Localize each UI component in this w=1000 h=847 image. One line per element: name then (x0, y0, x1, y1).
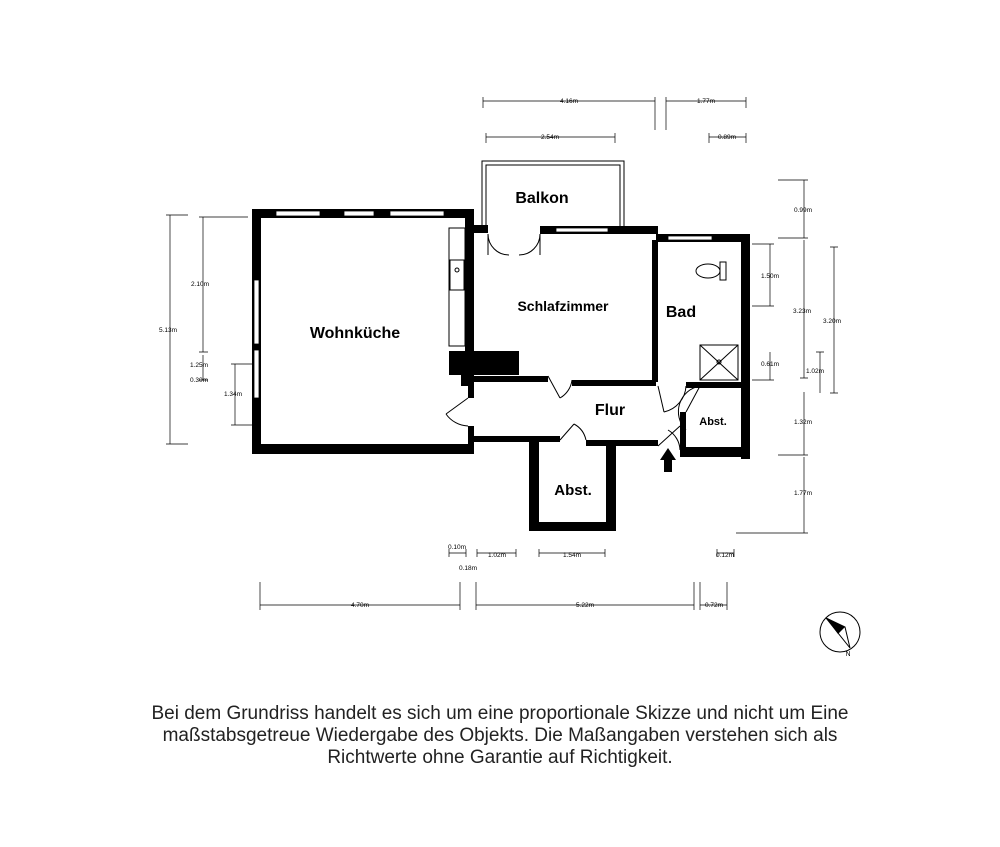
wall-closet-right-bottom (680, 447, 750, 457)
wall-closet-bottom-left (529, 442, 539, 531)
room-label-schlafzimmer: Schlafzimmer (517, 298, 609, 314)
room-label-abst-small: Abst. (699, 416, 727, 428)
dim-left-5-13: 5.13m (159, 327, 177, 334)
shower-icon (699, 344, 739, 381)
dim-bottom-0-72: 0.72m (705, 602, 723, 609)
dim-top-2-54: 2.54m (541, 134, 559, 141)
dim-left-1-25: 1.25m (190, 362, 208, 369)
dim-right-1-32: 1.32m (794, 419, 812, 426)
disclaimer-line-3: Richtwerte ohne Garantie auf Richtigkeit… (327, 747, 673, 768)
door-balcony-left (487, 233, 510, 256)
window-bedroom-top (555, 227, 609, 233)
fixtures (448, 227, 739, 381)
wall-closet-bottom-bottom (529, 522, 616, 531)
dim-bottom-1-54: 1.54m (563, 552, 581, 559)
dimension-labels: 4.16m 1.77m 2.54m 0.89m 5.13m 2.10m 1.25… (159, 98, 841, 609)
sink-drain-icon (454, 267, 460, 273)
dim-left-0-30: 0.30m (190, 377, 208, 384)
doors (445, 233, 701, 451)
dim-bottom-0-18: 0.18m (459, 565, 477, 572)
dim-right-1-77: 1.77m (794, 490, 812, 497)
wall-bedroom-top-left (465, 225, 488, 233)
door-living (445, 397, 469, 427)
dim-right-0-99: 0.99m (794, 207, 812, 214)
door-closet-right (677, 385, 701, 431)
door-closet-bottom (559, 423, 587, 441)
wall-chimney (449, 351, 519, 375)
dim-top-4-16: 4.16m (560, 98, 578, 105)
wall-corridor-bottom-1 (468, 436, 560, 442)
wall-closet-right-left (680, 412, 686, 457)
door-entrance (657, 425, 681, 451)
dim-top-0-89: 0.89m (718, 134, 736, 141)
window-bath-top (667, 235, 713, 241)
dim-right-1-02: 1.02m (806, 368, 824, 375)
disclaimer-text: Bei dem Grundriss handelt es sich um ein… (60, 703, 940, 769)
room-label-wohnkueche: Wohnküche (310, 325, 400, 342)
dim-right-3-20: 3.20m (823, 318, 841, 325)
dim-left-1-34: 1.34m (224, 391, 242, 398)
sink-icon (449, 259, 465, 291)
room-label-balkon: Balkon (515, 190, 568, 207)
kitchen-counter (448, 227, 466, 347)
room-label-bad: Bad (666, 304, 696, 321)
window-living-top-1 (275, 210, 321, 217)
window-living-left-2 (253, 349, 260, 399)
dim-right-0-61: 0.61m (761, 361, 779, 368)
room-label-abst-large: Abst. (554, 482, 592, 499)
disclaimer-line-2: maßstabsgetreue Wiedergabe des Objekts. … (162, 725, 838, 746)
balcony (481, 160, 625, 230)
dim-left-2-10: 2.10m (191, 281, 209, 288)
door-balcony-right (518, 233, 541, 256)
dim-bottom-1-02: 1.02m (488, 552, 506, 559)
wall-right (741, 234, 750, 459)
dim-bottom-4-70: 4.70m (351, 602, 369, 609)
wall-closet-bottom-right (606, 444, 616, 531)
toilet-icon (695, 261, 727, 281)
wall-corridor-top-2 (572, 380, 656, 386)
window-living-left-1 (253, 279, 260, 345)
wall-bath-partition (652, 240, 658, 382)
compass-north-label: N (845, 651, 850, 658)
dim-bottom-0-10: 0.10m (448, 544, 466, 551)
dim-top-1-77: 1.77m (697, 98, 715, 105)
window-living-top-3 (389, 210, 445, 217)
wall-corridor-bottom-2 (586, 440, 658, 446)
wall-corridor-left-upper (468, 378, 474, 398)
compass-icon: N (819, 611, 861, 658)
dim-bottom-5-22: 5.22m (576, 602, 594, 609)
wall-corridor-top-1 (473, 376, 548, 382)
door-bath (657, 385, 687, 413)
door-bedroom (547, 375, 573, 399)
entrance-arrow-icon (660, 448, 676, 472)
wall-living-partition (465, 218, 474, 378)
windows (253, 210, 713, 399)
dim-right-3-23: 3.23m (793, 308, 811, 315)
room-label-flur: Flur (595, 402, 625, 419)
window-living-top-2 (343, 210, 375, 217)
dimension-lines (166, 97, 838, 610)
disclaimer-line-1: Bei dem Grundriss handelt es sich um ein… (151, 703, 849, 724)
wall-corridor-top-3 (686, 382, 744, 388)
walls (252, 209, 750, 531)
floor-plan: Wohnküche Schlafzimmer Balkon Bad Flur A… (159, 97, 861, 658)
wall-living-bottom (252, 444, 474, 454)
dim-bottom-0-12: 0.12m (716, 552, 734, 559)
dim-right-1-50: 1.50m (761, 273, 779, 280)
